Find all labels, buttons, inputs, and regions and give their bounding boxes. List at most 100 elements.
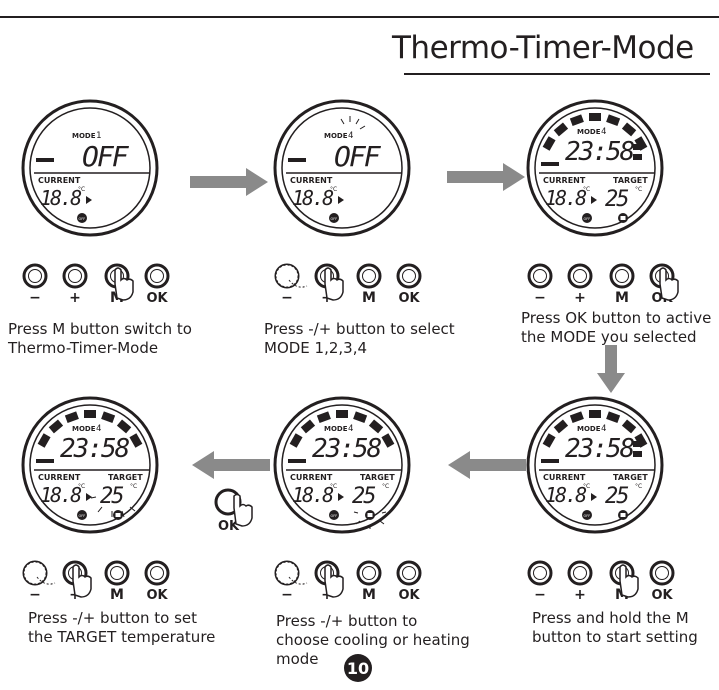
mode-label: MODE bbox=[72, 425, 96, 433]
svg-text:OK: OK bbox=[398, 588, 420, 603]
pointing-hand-icon bbox=[324, 267, 344, 301]
pointing-hand-icon bbox=[114, 267, 134, 301]
target-temp: 25 bbox=[352, 484, 375, 509]
current-temp: 18.8 bbox=[545, 483, 586, 507]
thermostat-device: MODE423:58CURRENT18.8°CTARGET25°COFF−+MO… bbox=[273, 396, 422, 603]
arrow-down-icon bbox=[597, 345, 625, 393]
current-unit: °C bbox=[330, 483, 337, 490]
target-label: TARGET bbox=[360, 473, 395, 482]
pointing-hand-icon bbox=[619, 564, 639, 598]
current-label: CURRENT bbox=[543, 176, 586, 185]
off-readout: OFF bbox=[82, 140, 130, 173]
minus-button[interactable]: − bbox=[527, 560, 553, 603]
mode-label: MODE bbox=[72, 132, 96, 140]
mode-label: MODE bbox=[577, 128, 601, 136]
svg-text:+: + bbox=[574, 290, 586, 306]
arrow-left-icon bbox=[192, 451, 270, 479]
target-unit: °C bbox=[382, 483, 389, 490]
target-label: TARGET bbox=[613, 176, 648, 185]
target-label: TARGET bbox=[613, 473, 648, 482]
target-temp: 25 bbox=[100, 484, 123, 509]
thermostat-device: MODE423:58CURRENT18.8°CTARGET25°COFF−+MO… bbox=[526, 99, 679, 306]
target-unit: °C bbox=[635, 483, 642, 490]
m-button[interactable]: M bbox=[356, 263, 382, 306]
minus-button[interactable]: − bbox=[22, 263, 48, 306]
current-temp: 18.8 bbox=[292, 186, 333, 210]
current-label: CURRENT bbox=[290, 176, 333, 185]
m-button[interactable]: M bbox=[356, 560, 382, 603]
target-unit: °C bbox=[130, 483, 137, 490]
current-unit: °C bbox=[330, 186, 337, 193]
arrow-right-icon bbox=[447, 163, 525, 191]
thermostat-device: MODE423:58CURRENT18.8°CTARGET25°COFF−+MO… bbox=[526, 396, 675, 603]
clock-readout: 23:58 bbox=[565, 434, 635, 464]
target-temp: 25 bbox=[605, 484, 628, 509]
m-button[interactable]: M bbox=[104, 560, 130, 603]
target-label: TARGET bbox=[108, 473, 143, 482]
ok-button[interactable]: OK bbox=[144, 263, 170, 306]
svg-text:M: M bbox=[362, 587, 376, 603]
clock-readout: 23:58 bbox=[312, 434, 382, 464]
svg-text:M: M bbox=[110, 587, 124, 603]
current-label: CURRENT bbox=[38, 473, 81, 482]
current-unit: °C bbox=[78, 186, 85, 193]
svg-text:OK: OK bbox=[651, 588, 673, 603]
svg-text:+: + bbox=[69, 290, 81, 306]
ok-button[interactable]: OK bbox=[144, 560, 170, 603]
mode-digit: 4 bbox=[348, 131, 353, 141]
off-badge: OFF bbox=[79, 217, 86, 221]
current-unit: °C bbox=[583, 186, 590, 193]
pointing-hand-icon bbox=[659, 267, 679, 301]
mode-digit: 4 bbox=[96, 424, 101, 434]
current-temp: 18.8 bbox=[40, 483, 81, 507]
mode-digit: 4 bbox=[601, 127, 606, 137]
svg-text:OK: OK bbox=[146, 291, 168, 306]
mode-digit: 4 bbox=[348, 424, 353, 434]
svg-text:−: − bbox=[281, 587, 293, 603]
current-label: CURRENT bbox=[543, 473, 586, 482]
svg-text:M: M bbox=[615, 290, 629, 306]
off-readout: OFF bbox=[334, 140, 382, 173]
mode-label: MODE bbox=[324, 425, 348, 433]
page-title: Thermo-Timer-Mode bbox=[392, 30, 694, 66]
plus-button[interactable]: + bbox=[567, 560, 593, 603]
plus-button[interactable]: + bbox=[62, 263, 88, 306]
ok-button[interactable]: OK bbox=[396, 263, 422, 306]
svg-text:OK: OK bbox=[398, 291, 420, 306]
mode-label: MODE bbox=[577, 425, 601, 433]
off-badge: OFF bbox=[331, 217, 338, 221]
current-temp: 18.8 bbox=[292, 483, 333, 507]
pointing-hand-icon bbox=[72, 564, 92, 598]
pointing-hand-icon bbox=[324, 564, 344, 598]
svg-text:−: − bbox=[29, 290, 41, 306]
mode-digit: 4 bbox=[601, 424, 606, 434]
arrow-right-icon bbox=[190, 168, 268, 196]
mode-label: MODE bbox=[324, 132, 348, 140]
ok-button[interactable]: OK bbox=[649, 560, 675, 603]
off-badge: OFF bbox=[584, 217, 591, 221]
step-5-thermostat: MODE423:58CURRENT18.8°CTARGET25°COFF−+MO… bbox=[272, 385, 432, 625]
current-unit: °C bbox=[583, 483, 590, 490]
minus-button[interactable]: − bbox=[527, 263, 553, 306]
ok-button[interactable]: OK bbox=[396, 560, 422, 603]
target-unit: °C bbox=[635, 186, 642, 193]
m-button[interactable]: M bbox=[609, 263, 635, 306]
svg-text:−: − bbox=[281, 290, 293, 306]
top-rule bbox=[0, 16, 719, 18]
current-label: CURRENT bbox=[290, 473, 333, 482]
clock-readout: 23:58 bbox=[60, 434, 130, 464]
svg-text:+: + bbox=[574, 587, 586, 603]
ok-press-icon: OK bbox=[214, 488, 253, 534]
plus-button[interactable]: + bbox=[567, 263, 593, 306]
svg-text:−: − bbox=[534, 290, 546, 306]
current-temp: 18.8 bbox=[40, 186, 81, 210]
